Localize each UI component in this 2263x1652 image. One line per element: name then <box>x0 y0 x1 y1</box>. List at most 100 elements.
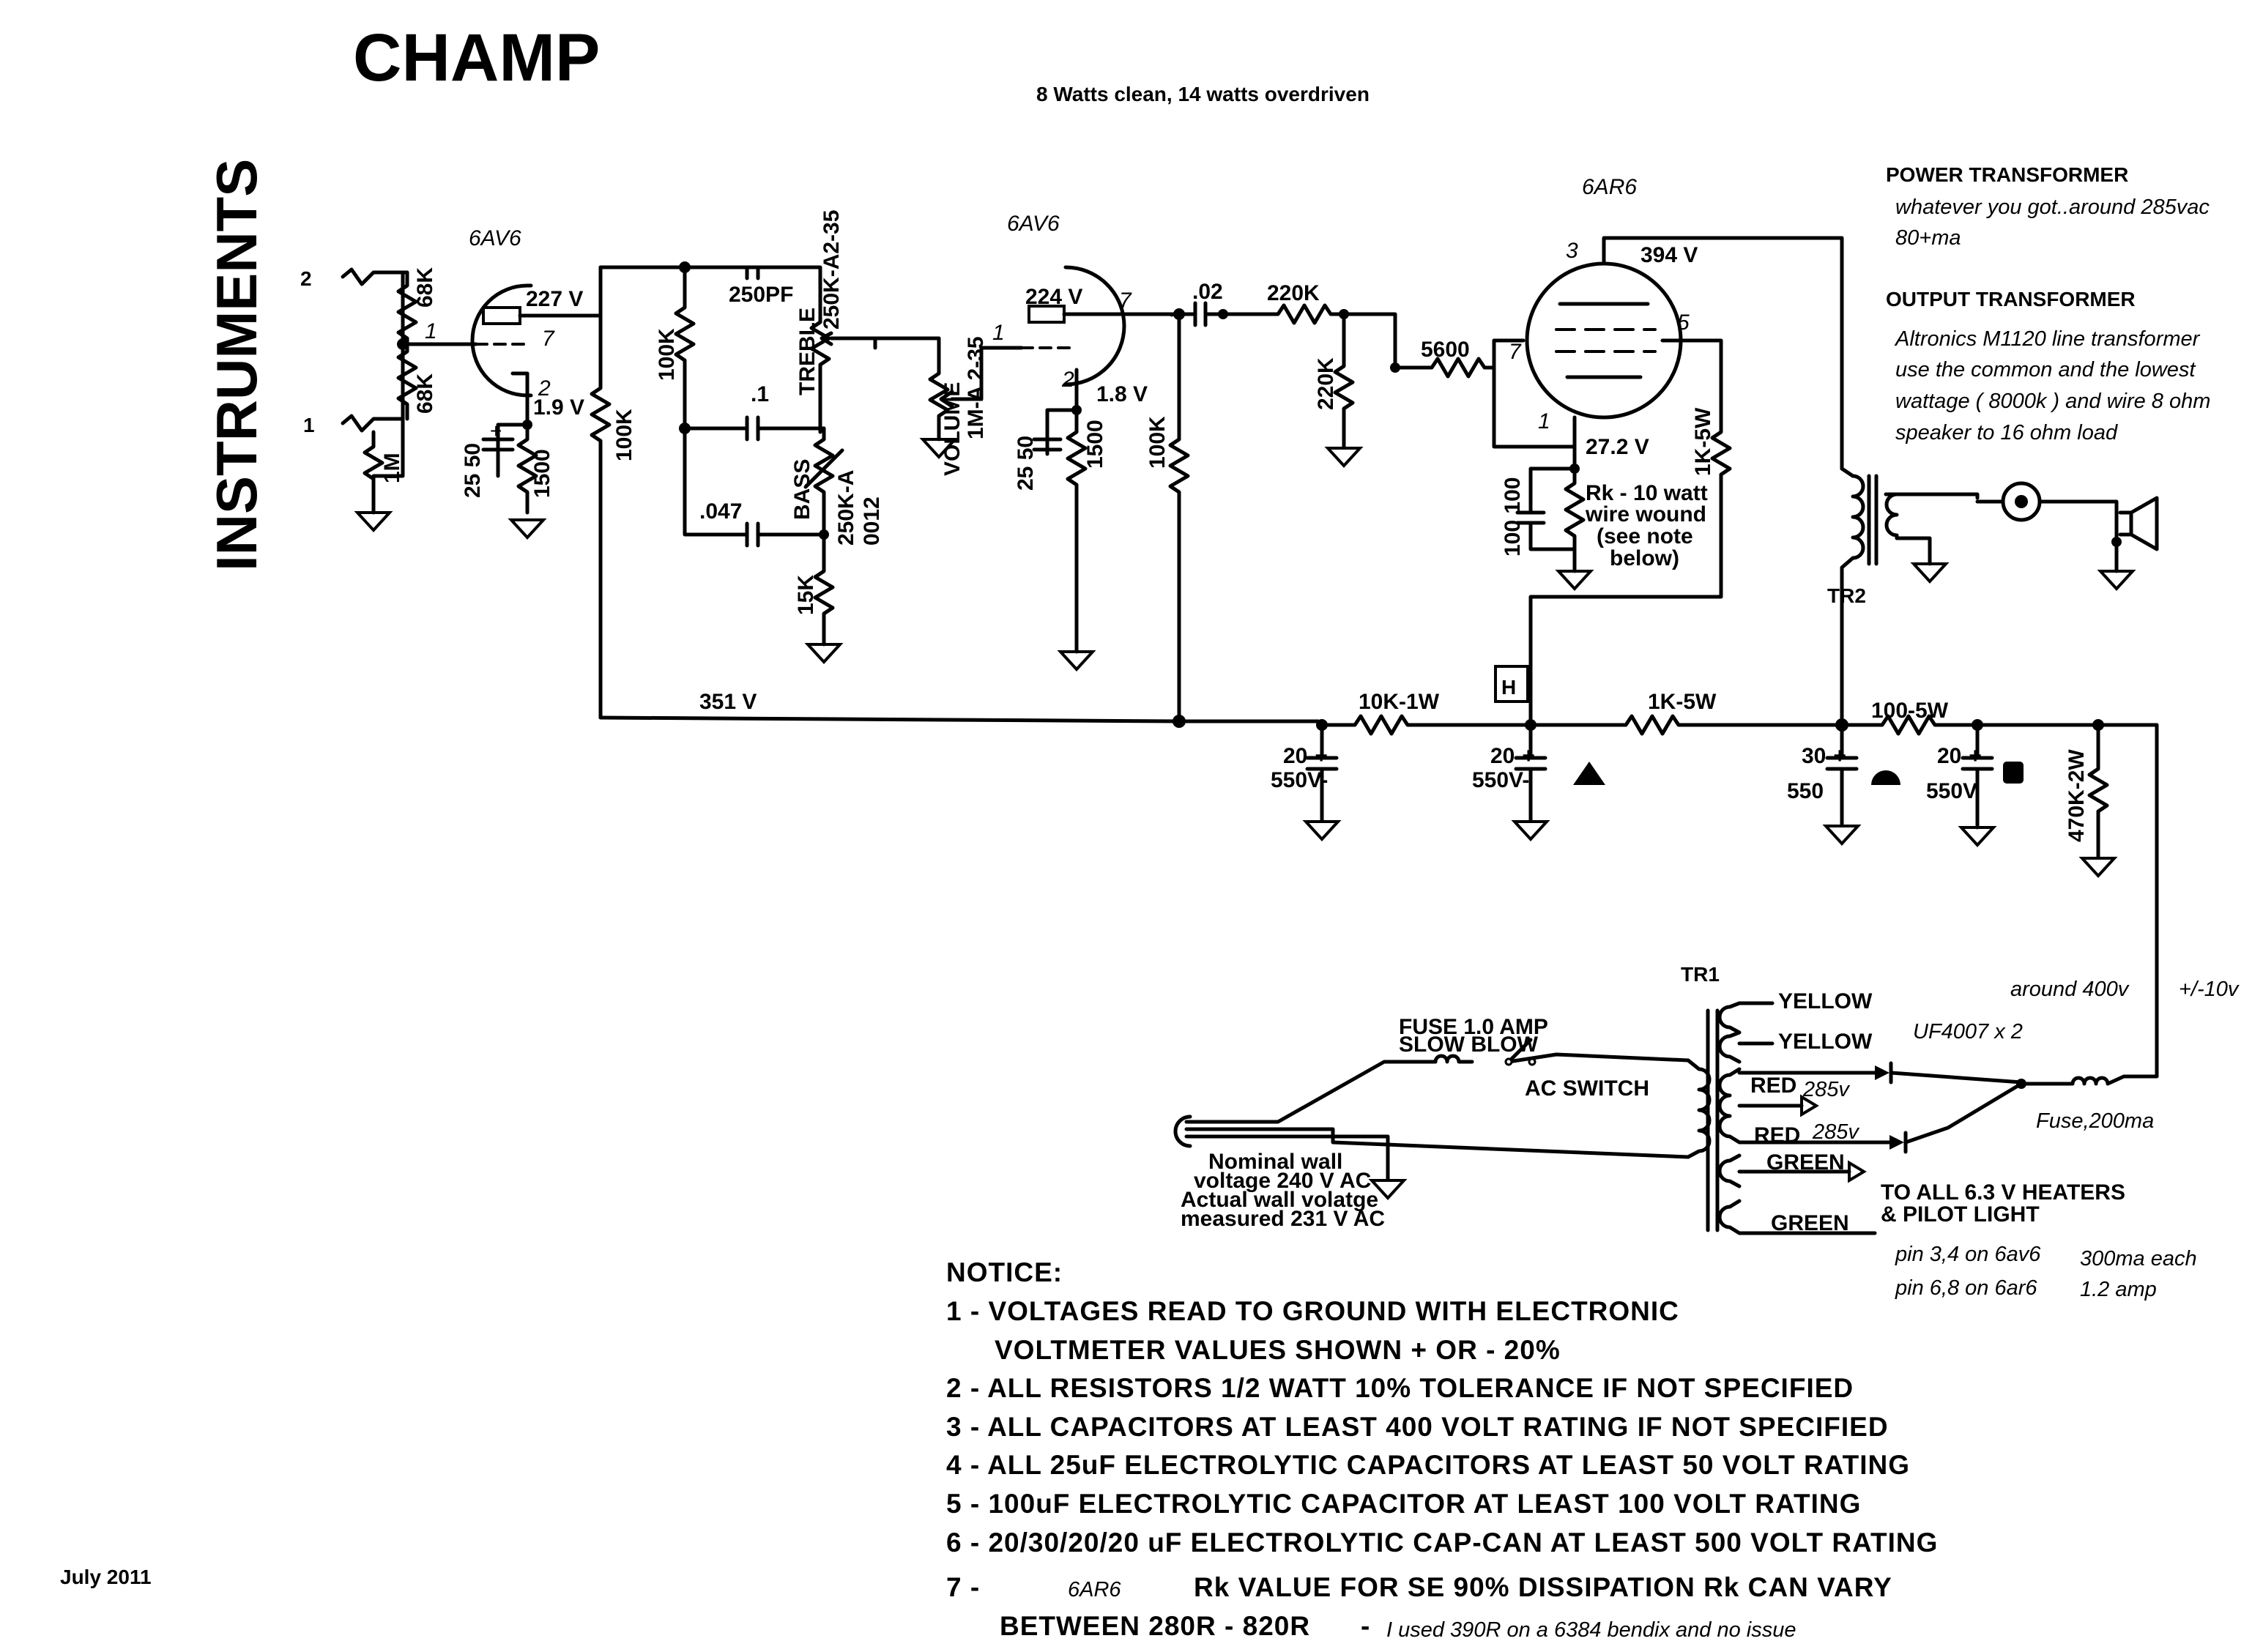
v3-screen-pin: 5 <box>1677 310 1690 335</box>
v2-plate-load: 100K .02 220K 220K 5600 <box>1145 280 1496 723</box>
v2-cathode-voltage: 1.8 V <box>1096 382 1148 406</box>
v3-plate-voltage: 394 V <box>1640 243 1698 267</box>
rk-note-2: wire wound <box>1585 502 1706 527</box>
pot-volume-code: 1M-A 2-35 <box>964 336 988 439</box>
c-plus-sign: + <box>490 420 502 442</box>
volume-pot: VOLUME 1M-A 2-35 <box>921 336 1024 476</box>
square-marker-icon <box>2003 762 2024 784</box>
h-marker: H <box>1501 676 1516 699</box>
v2-plate-voltage: 224 V <box>1025 285 1082 309</box>
transformer-notes: POWER TRANSFORMER whatever you got..arou… <box>1886 163 2210 444</box>
semicircle-marker-icon <box>1871 770 1900 785</box>
pot-bass-code: 250K-A <box>834 470 858 546</box>
heater-current-1: 300ma each <box>2080 1247 2197 1270</box>
notice-7-dash: - <box>1361 1611 1370 1641</box>
r-10k-1w-label: 10K-1W <box>1359 690 1440 714</box>
v3-tube: 6AR6 3 5 7 1 394 V 27.2 V 100 100 Rk - 1… <box>1492 175 1844 723</box>
fuse-label-1: FUSE 1.0 AMP <box>1399 1015 1548 1039</box>
v3-tube-label: 6AR6 <box>1582 175 1637 199</box>
c-01-label: .1 <box>751 382 769 406</box>
v1-tube: 6AV6 1 7 2 227 V 1.9 V + 25 50 1500 <box>425 226 603 539</box>
r-1k-5w-screen-label: 1K-5W <box>1691 407 1715 476</box>
r-68k-bottom-label: 68K <box>413 373 437 414</box>
notice-heading: NOTICE: <box>946 1257 1063 1287</box>
r-220k-shunt-label: 220K <box>1314 357 1338 410</box>
bass-label: BASS <box>790 459 814 520</box>
diodes-label: UF4007 x 2 <box>1913 1020 2023 1043</box>
power-transformer-heading: POWER TRANSFORMER <box>1886 163 2128 186</box>
r-1500-v2-label: 1500 <box>1083 420 1107 469</box>
input-jacks: 2 1 68K 68K 1M <box>300 267 442 532</box>
v2-tube-label: 6AV6 <box>1007 212 1060 236</box>
r-470k-2w-label: 470K-2W <box>2065 749 2089 842</box>
v3-grid-pin: 7 <box>1509 340 1522 364</box>
tolerance-label: +/-10v <box>2179 978 2240 1001</box>
notice-4: 4 - ALL 25uF ELECTROLYTIC CAPACITORS AT … <box>946 1450 1910 1480</box>
c-20-a-voltage: 550V- <box>1271 768 1328 792</box>
r-100k-tone-label: 100K <box>655 328 679 381</box>
yellow-1-label: YELLOW <box>1778 989 1873 1013</box>
c-25-50-v1-label: 25 50 <box>461 443 485 498</box>
volume-label: VOLUME <box>940 382 965 476</box>
side-label-instruments: INSTRUMENTS <box>204 159 269 571</box>
output-transformer-line-1: Altronics M1120 line transformer <box>1894 327 2201 351</box>
tr2-label: TR2 <box>1827 584 1866 607</box>
red-2-label: RED <box>1754 1123 1800 1147</box>
notice-7-range: BETWEEN 280R - 820R <box>1000 1611 1310 1641</box>
heater-pin-note-2: pin 6,8 on 6ar6 <box>1895 1276 2037 1300</box>
c-30-label: 30-+ <box>1802 744 1846 768</box>
ac-switch-label: AC SWITCH <box>1525 1076 1649 1101</box>
notice-block: NOTICE: 1 - VOLTAGES READ TO GROUND WITH… <box>946 1257 1938 1642</box>
wall-note-2: voltage 240 V AC <box>1194 1169 1371 1193</box>
date-label: July 2011 <box>60 1566 152 1588</box>
rk-note-3: (see note <box>1597 524 1693 548</box>
notice-7-handwritten: I used 390R on a 6384 bendix and no issu… <box>1386 1618 1796 1642</box>
notice-6: 6 - 20/30/20/20 uF ELECTROLYTIC CAP-CAN … <box>946 1528 1938 1558</box>
notice-1a: 1 - VOLTAGES READ TO GROUND WITH ELECTRO… <box>946 1296 1679 1326</box>
pot-bass-code-2: 0012 <box>860 496 884 546</box>
r-100-5w-label: 100-5W <box>1871 699 1949 723</box>
heater-pin-note-1: pin 3,4 on 6av6 <box>1895 1243 2041 1266</box>
rk-note-1: Rk - 10 watt <box>1586 481 1708 505</box>
b-plus-rail: 10K-1W 1K-5W 100-5W 470K-2W 20-+ 550V- 2… <box>598 690 2159 1079</box>
red-1-label: RED <box>1750 1074 1796 1098</box>
c-047-label: .047 <box>699 499 742 524</box>
v1-plate-pin: 7 <box>542 327 555 351</box>
v1-cathode-voltage: 1.9 V <box>533 395 584 420</box>
yellow-2-label: YELLOW <box>1778 1030 1873 1054</box>
wall-note-4: measured 231 V AC <box>1181 1207 1385 1231</box>
power-transformer-line-2: 80+ma <box>1895 226 1961 250</box>
wall-note-3: Actual wall volatge <box>1181 1188 1378 1212</box>
r-68k-top-label: 68K <box>413 267 437 308</box>
v1-plate-load: 100K 351 V <box>590 265 819 720</box>
jack-2-label: 2 <box>300 267 312 290</box>
power-supply: TR1 YELLOW YELLOW RED 285v RED 285v UF40… <box>1173 963 2240 1301</box>
c-100-100-label: 100 100 <box>1501 477 1525 557</box>
tr1-label: TR1 <box>1681 963 1720 986</box>
r-220k-series-label: 220K <box>1267 281 1320 305</box>
notice-7-tube: 6AR6 <box>1068 1578 1121 1601</box>
c-20-b-voltage: 550V- <box>1472 768 1529 792</box>
r-5600-label: 5600 <box>1421 338 1470 362</box>
c-20-c-voltage: 550V <box>1926 779 1977 803</box>
notice-7-text: Rk VALUE FOR SE 90% DISSIPATION Rk CAN V… <box>1194 1572 1892 1602</box>
r-1m-label: 1M <box>380 453 404 483</box>
green-1-label: GREEN <box>1766 1150 1845 1175</box>
title: CHAMP <box>353 21 600 95</box>
output-transformer: TR2 <box>1827 466 2159 727</box>
subtitle: 8 Watts clean, 14 watts overdriven <box>1036 83 1370 105</box>
rk-note-4: below) <box>1610 546 1679 570</box>
v1-plate-voltage: 227 V <box>526 287 583 311</box>
c-30-voltage: 550 <box>1787 779 1824 803</box>
r-1500-v1-label: 1500 <box>530 449 554 498</box>
triangle-marker-icon <box>1573 762 1605 785</box>
fuse-200ma-label: Fuse,200ma <box>2036 1109 2154 1133</box>
v3-cathode-voltage: 27.2 V <box>1586 435 1649 459</box>
speaker-icon <box>2118 496 2159 551</box>
treble-label: TREBLE <box>795 308 820 395</box>
v1-cathode-pin: 2 <box>538 376 551 401</box>
c-20-c-label: 20-+ <box>1937 744 1982 768</box>
c-02-label: .02 <box>1192 280 1223 304</box>
output-transformer-line-2: use the common and the lowest <box>1895 358 2196 382</box>
power-transformer-line-1: whatever you got..around 285vac <box>1895 196 2210 219</box>
